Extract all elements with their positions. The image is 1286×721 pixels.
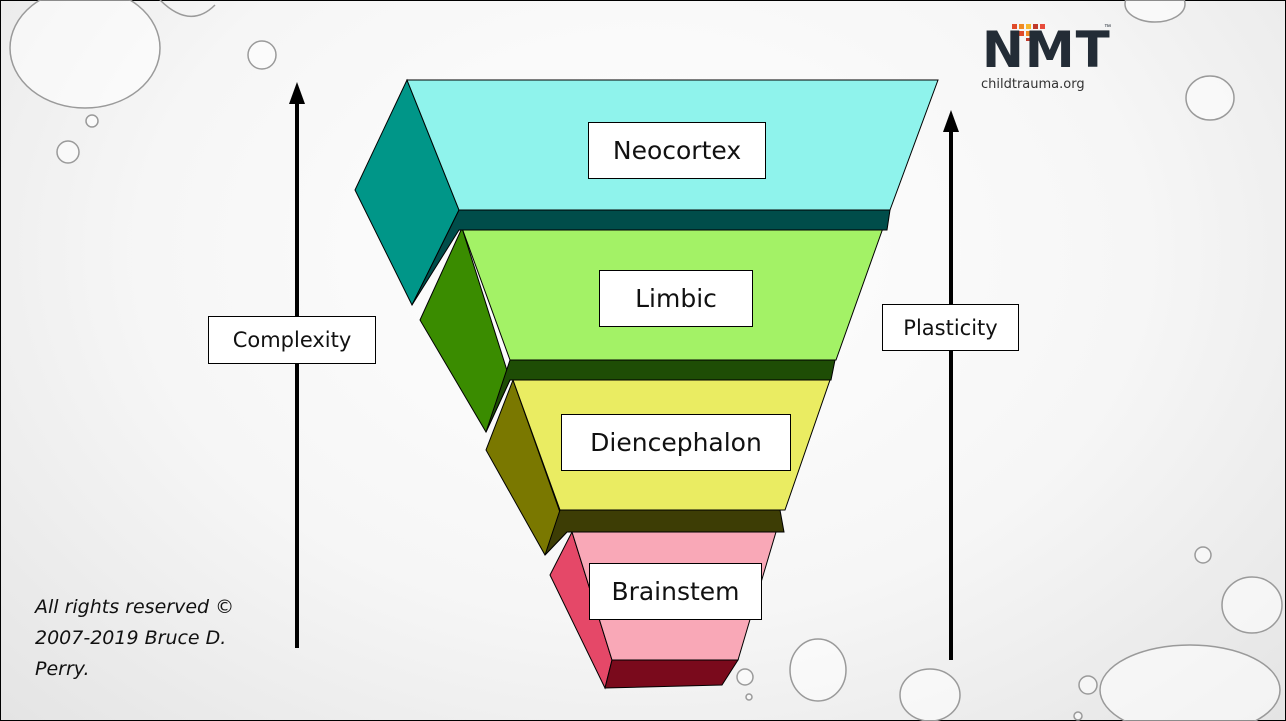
logo-letters: NMT [982, 22, 1111, 78]
logo-website: childtrauma.org [981, 77, 1085, 92]
logo-trademark: ™ [1104, 24, 1111, 31]
neocortex-label: Neocortex [588, 122, 766, 179]
plasticity-label: Plasticity [882, 304, 1019, 351]
limbic-label: Limbic [599, 270, 753, 327]
nmt-logo: NMT ™ childtrauma.org [980, 22, 1110, 97]
plasticity-arrow [943, 110, 959, 660]
complexity-label: Complexity [208, 316, 376, 364]
brainstem-label: Brainstem [589, 563, 762, 620]
diencephalon-label: Diencephalon [561, 414, 791, 471]
copyright-text: All rights reserved © 2007-2019 Bruce D.… [35, 592, 285, 685]
complexity-arrow [289, 82, 305, 648]
